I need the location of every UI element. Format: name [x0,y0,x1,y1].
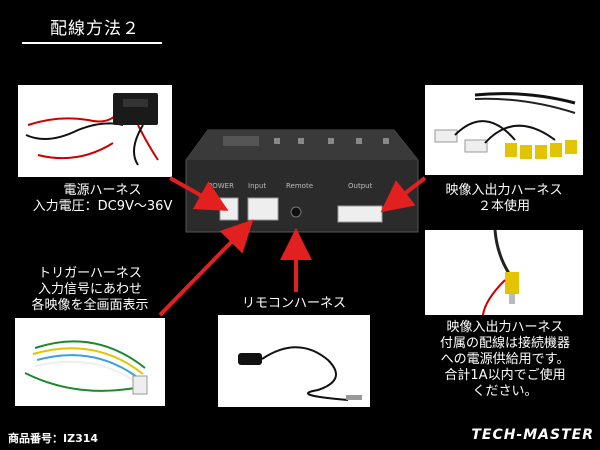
av-power-label: 映像入出力ハーネス 付属の配線は接続機器 への電源供給用です。 合計1A以内でご… [439,320,570,399]
av-power-cable-photo [425,230,583,315]
title-underline [22,42,162,44]
device-marking-remote: Remote [286,182,313,190]
page-title: 配線方法２ [50,19,140,39]
av-harness-label: 映像入出力ハーネス ２本使用 [445,183,563,214]
remote-harness-label: リモコンハーネス [241,296,346,311]
brand-logo: TECH-MASTER [471,427,594,443]
arrow-av [380,176,427,213]
power-harness-photo [18,85,172,177]
device-marking-input: Input [248,182,266,190]
remote-harness-photo [218,315,370,407]
trigger-harness-photo [15,318,165,406]
av-harness-photo [425,85,583,175]
product-number: 商品番号：IZ314 [8,432,99,445]
arrow-power [169,176,229,211]
device-marking-output: Output [348,182,373,190]
power-harness-label: 電源ハーネス 入力電圧：DC9V～36V [32,183,173,214]
arrow-trigger [158,219,254,317]
trigger-harness-label: トリガーハーネス 入力信号にあわせ 各映像を全画面表示 [31,266,149,313]
